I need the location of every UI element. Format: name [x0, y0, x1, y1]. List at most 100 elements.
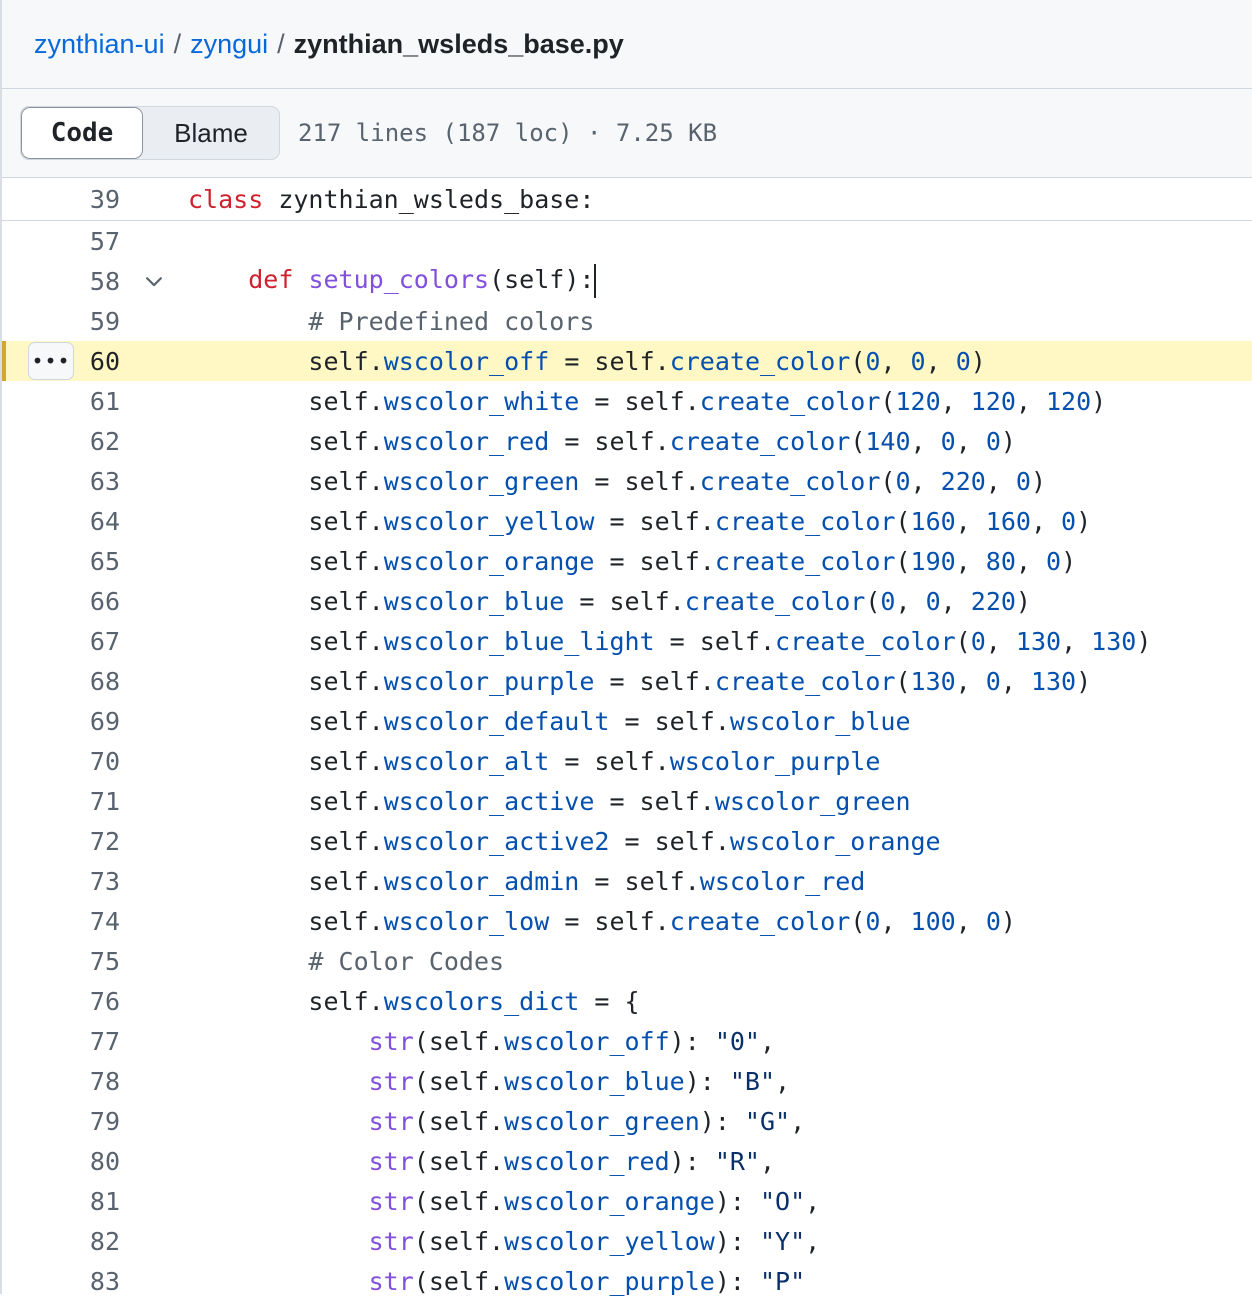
line-number[interactable]: 82 — [89, 1226, 120, 1256]
kebab-horizontal-icon[interactable]: ••• — [28, 342, 74, 380]
line-number[interactable]: 63 — [89, 466, 120, 496]
line-code: str(self.wscolor_orange): "O", — [188, 1186, 821, 1216]
code-token: wscolor_orange — [504, 1186, 715, 1216]
line-number[interactable]: 80 — [89, 1146, 120, 1176]
code-line: 76 self.wscolors_dict = { — [2, 981, 1252, 1021]
line-number[interactable]: 68 — [89, 666, 120, 696]
line-number[interactable]: 79 — [89, 1106, 120, 1136]
code-token: = self. — [609, 826, 730, 856]
code-token: ) — [1076, 666, 1092, 696]
code-token: create_color — [775, 626, 956, 656]
code-token: 130 — [1091, 626, 1137, 656]
chevron-down-icon[interactable] — [143, 270, 165, 292]
code-token: setup_colors — [308, 265, 490, 294]
code-token: ): — [714, 1226, 760, 1256]
line-number[interactable]: 83 — [89, 1266, 120, 1296]
line-number[interactable]: 64 — [89, 506, 120, 536]
line-number[interactable]: 75 — [89, 946, 120, 976]
line-number[interactable]: 71 — [89, 786, 120, 816]
code-token: (self. — [413, 1146, 505, 1176]
code-token: self. — [308, 386, 384, 416]
code-line: 62 self.wscolor_red = self.create_color(… — [2, 421, 1252, 461]
code-token: 0 — [865, 346, 881, 376]
code-token: self. — [308, 346, 384, 376]
code-token: str — [368, 1026, 414, 1056]
line-number[interactable]: 74 — [89, 906, 120, 936]
code-token: 120 — [895, 386, 941, 416]
line-number[interactable]: 58 — [89, 266, 120, 296]
code-token: wscolor_off — [383, 346, 550, 376]
line-code: self.wscolor_orange = self.create_color(… — [188, 547, 1076, 576]
code-token: "O" — [759, 1186, 806, 1216]
code-token: = self. — [579, 386, 700, 416]
line-number[interactable]: 72 — [89, 826, 120, 856]
line-code: def setup_colors(self): — [188, 264, 597, 298]
line-number[interactable]: 66 — [89, 586, 120, 616]
code-token: # Predefined colors — [308, 306, 595, 336]
code-token: ( — [850, 426, 866, 456]
code-token: ) — [1091, 386, 1107, 416]
code-token: , — [985, 626, 1016, 656]
breadcrumb-repo-link[interactable]: zynthian-ui — [34, 28, 165, 59]
line-code: self.wscolor_purple = self.create_color(… — [188, 667, 1091, 696]
breadcrumb-file-name: zynthian_wsleds_base.py — [293, 28, 624, 59]
line-number[interactable]: 69 — [89, 706, 120, 736]
line-number[interactable]: 61 — [89, 386, 120, 416]
code-button[interactable]: Code — [21, 107, 143, 159]
code-token: ): — [669, 1026, 715, 1056]
line-code: self.wscolor_alt = self.wscolor_purple — [188, 747, 880, 776]
highlight-marker — [2, 341, 6, 381]
code-token: self. — [308, 666, 384, 696]
code-line: 68 self.wscolor_purple = self.create_col… — [2, 661, 1252, 701]
code-lines: 57 58 def setup_colors(self): 59 # Predefi… — [2, 221, 1252, 1301]
line-code: self.wscolor_blue = self.create_color(0,… — [188, 587, 1031, 616]
line-number[interactable]: 78 — [89, 1066, 120, 1096]
code-line: 80 str(self.wscolor_red): "R", — [2, 1141, 1252, 1181]
line-number[interactable]: 65 — [89, 546, 120, 576]
code-token: , — [940, 386, 971, 416]
line-number[interactable]: 39 — [89, 184, 120, 214]
line-number[interactable]: 57 — [89, 226, 120, 256]
line-number[interactable]: 62 — [89, 426, 120, 456]
sticky-scope-header[interactable]: 39 class zynthian_wsleds_base: — [2, 178, 1252, 221]
code-token: ) — [1061, 546, 1077, 576]
code-token: = self. — [594, 506, 715, 536]
breadcrumb-folder-link[interactable]: zyngui — [190, 28, 269, 59]
code-token: 130 — [1030, 666, 1077, 696]
code-token: , — [1015, 546, 1046, 576]
code-token: ): — [714, 1186, 760, 1216]
line-number[interactable]: 60 — [89, 346, 120, 376]
code-token: 220 — [970, 586, 1016, 616]
code-token: self. — [308, 466, 384, 496]
code-token: create_color — [714, 506, 896, 536]
code-line: 69 self.wscolor_default = self.wscolor_b… — [2, 701, 1252, 741]
code-token: ( — [880, 466, 896, 496]
line-number[interactable]: 81 — [89, 1186, 120, 1216]
line-number[interactable]: 76 — [89, 986, 120, 1016]
code-token: , — [925, 346, 956, 376]
breadcrumb: zynthian-ui / zyngui / zynthian_wsleds_b… — [2, 0, 1252, 89]
code-token: 0 — [970, 626, 986, 656]
line-number[interactable]: 77 — [89, 1026, 120, 1056]
breadcrumb-separator: / — [173, 28, 182, 59]
code-token: (self. — [413, 1186, 505, 1216]
blame-button[interactable]: Blame — [174, 117, 248, 148]
line-number[interactable]: 67 — [89, 626, 120, 656]
line-number[interactable]: 70 — [89, 746, 120, 776]
code-token: ) — [1030, 466, 1047, 496]
code-token: (self): — [489, 265, 595, 294]
code-token: (self. — [413, 1026, 505, 1056]
code-token: wscolor_green — [504, 1106, 700, 1136]
code-token: wscolor_red — [383, 426, 550, 456]
fold-gutter[interactable] — [120, 270, 188, 292]
code-token: str — [368, 1146, 414, 1176]
line-number[interactable]: 73 — [89, 866, 120, 896]
code-token: 80 — [985, 546, 1016, 576]
line-number[interactable]: 59 — [89, 306, 120, 336]
code-token: self. — [308, 586, 384, 616]
code-token: (self. — [413, 1226, 505, 1256]
code-token: 0 — [910, 346, 926, 376]
code-token: self. — [308, 746, 384, 776]
code-line: 72 self.wscolor_active2 = self.wscolor_o… — [2, 821, 1252, 861]
